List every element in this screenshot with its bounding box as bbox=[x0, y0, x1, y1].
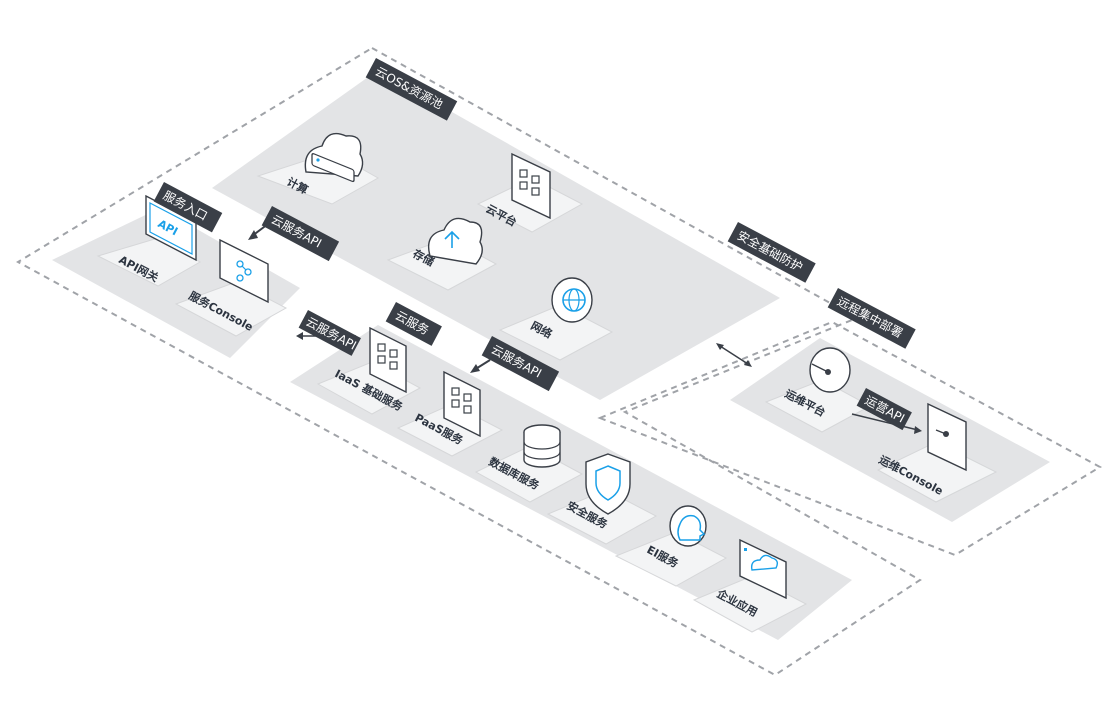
ops-api-arrow bbox=[851, 413, 922, 434]
compute-card[interactable]: 计算 bbox=[256, 132, 380, 205]
remote-deploy-tag: 远程集中部署 bbox=[827, 288, 916, 349]
api-arrow-right bbox=[470, 359, 491, 373]
security-service-card[interactable]: 安全服务 bbox=[546, 453, 658, 545]
ei-service-card[interactable]: EI服务 bbox=[614, 505, 728, 587]
remote-boundary bbox=[597, 320, 1103, 557]
shield-icon bbox=[585, 453, 631, 515]
ops-console-card[interactable]: 运维Console bbox=[877, 402, 998, 503]
iaas-grid-icon bbox=[369, 326, 407, 394]
globe-icon bbox=[551, 277, 593, 323]
grid-app-icon bbox=[511, 152, 551, 220]
paas-card[interactable]: PaaS服务 bbox=[396, 370, 504, 457]
service-console-card[interactable]: 服务Console bbox=[174, 238, 288, 337]
enterprise-app-card[interactable]: 企业应用 bbox=[692, 538, 808, 633]
cloud-server-icon bbox=[304, 132, 364, 183]
bidirectional-arrow bbox=[716, 343, 752, 367]
database-card[interactable]: 数据库服务 bbox=[474, 424, 584, 503]
network-card[interactable]: 网络 bbox=[498, 277, 614, 361]
paas-grid-icon bbox=[443, 370, 481, 438]
monitor-cloud-icon bbox=[739, 538, 787, 600]
ops-device-icon bbox=[927, 402, 967, 472]
ops-platform bbox=[730, 338, 1050, 522]
api-tag-mid: 云服务API bbox=[298, 310, 361, 356]
ops-platform-card[interactable]: 运维平台 bbox=[764, 347, 872, 433]
monitor-api-icon: API bbox=[145, 194, 197, 262]
gauge-icon bbox=[809, 347, 851, 393]
cloud-upload-icon bbox=[427, 217, 483, 265]
storage-card[interactable]: 存储 bbox=[386, 217, 498, 291]
svg-text:远程集中部署: 远程集中部署 bbox=[835, 293, 906, 340]
console-monitor-icon bbox=[219, 238, 269, 304]
ai-head-icon bbox=[669, 505, 707, 547]
svg-text:安全基础防护: 安全基础防护 bbox=[735, 227, 806, 274]
database-icon bbox=[523, 424, 561, 468]
